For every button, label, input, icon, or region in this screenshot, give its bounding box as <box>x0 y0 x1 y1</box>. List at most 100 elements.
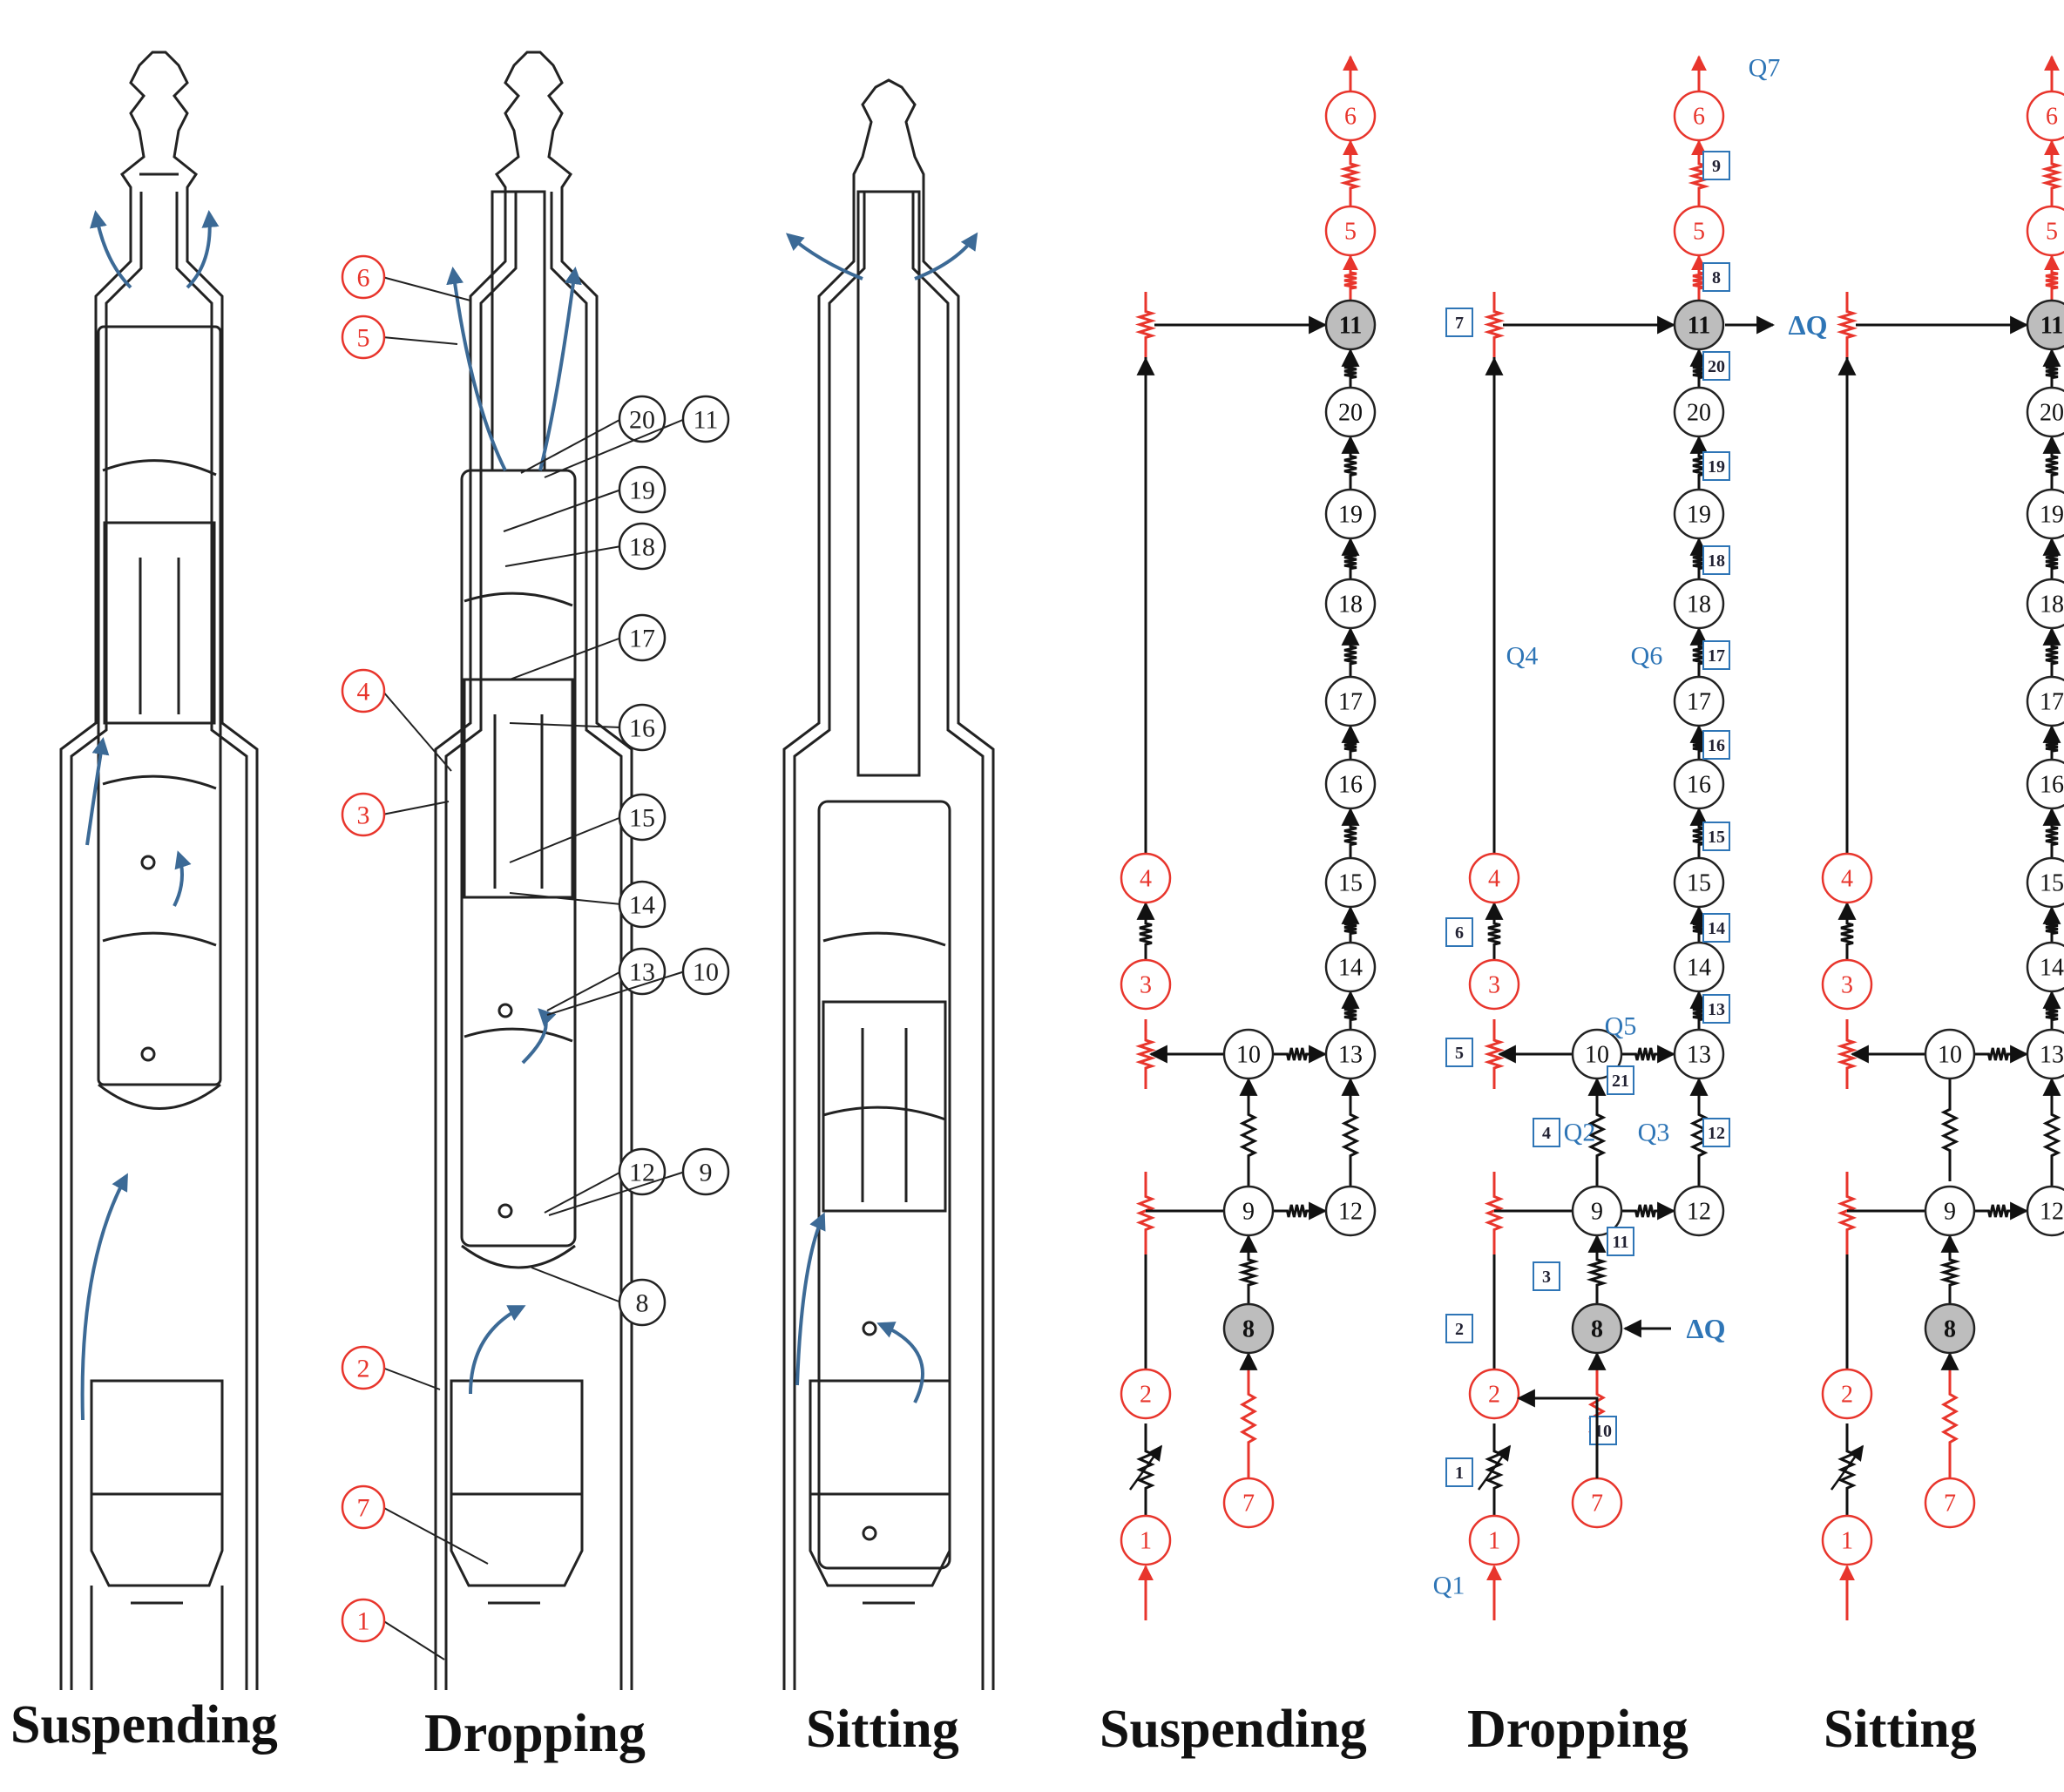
resistance-box <box>1445 1314 1473 1343</box>
network-node-label-15: 15 <box>1687 870 1711 897</box>
resistance-spring <box>1339 145 1362 206</box>
resistance-spring <box>1273 1204 1321 1218</box>
callout-leader <box>544 418 686 478</box>
network-node <box>2026 488 2064 540</box>
callout-leader <box>509 816 622 863</box>
network-node <box>1673 675 1725 727</box>
network-node-label-11: 11 <box>1688 313 1710 340</box>
network-node-label-6: 6 <box>1693 104 1705 131</box>
network-node <box>1324 299 1377 351</box>
callout-leader <box>544 1171 622 1214</box>
resistance-box <box>1702 913 1730 943</box>
caption-dropping-left: Dropping <box>424 1704 646 1763</box>
network-node-label-13: 13 <box>1338 1042 1363 1069</box>
network-node <box>1324 386 1377 438</box>
resistance-spring <box>2045 544 2059 579</box>
network-node <box>1821 852 1873 904</box>
resistance-spring <box>1587 1084 1607 1187</box>
network-node <box>1120 1514 1172 1566</box>
callout-leader <box>382 1367 441 1390</box>
network-node-label-17: 17 <box>2040 689 2064 716</box>
network-node-label-14: 14 <box>2040 955 2064 982</box>
network-node-label-18: 18 <box>2040 592 2064 619</box>
callout-circle-red <box>341 792 386 837</box>
delta-q-label-out: ΔQ <box>1789 309 1828 341</box>
callout-circle <box>681 395 730 443</box>
callout-label-2: 2 <box>357 1355 370 1383</box>
flow-label-q3: Q3 <box>1638 1119 1670 1147</box>
resistance-spring <box>1837 1019 1858 1089</box>
network-node <box>1324 1185 1377 1237</box>
resistance-spring <box>1237 1241 1260 1304</box>
resistance-spring <box>1586 1241 1608 1304</box>
callout-label-9: 9 <box>700 1159 713 1187</box>
network-node-label-12: 12 <box>2040 1199 2064 1226</box>
resistance-spring <box>1621 1204 1669 1218</box>
resistance-label-18: 18 <box>1708 551 1725 571</box>
flow-label-q7: Q7 <box>1749 54 1781 83</box>
network-node-label-13: 13 <box>1687 1042 1711 1069</box>
network-node-label-17: 17 <box>1338 689 1363 716</box>
network-node <box>2026 578 2064 630</box>
resistance-spring <box>2045 260 2059 301</box>
variable-resistor-arrow <box>1477 1444 1512 1491</box>
resistance-box <box>1702 451 1730 481</box>
callout-label-16: 16 <box>629 714 655 743</box>
network-node-label-5: 5 <box>2046 219 2058 246</box>
network-node <box>2026 299 2064 351</box>
callout-leader <box>509 892 622 905</box>
callout-label-6: 6 <box>357 264 370 293</box>
network-node-label-3: 3 <box>1488 972 1500 999</box>
network-node-label-10: 10 <box>1585 1042 1609 1069</box>
resistance-spring <box>1343 814 1357 858</box>
resistance-spring <box>1343 633 1357 677</box>
network-node <box>1324 856 1377 909</box>
caption-suspending-left: Suspending <box>10 1695 278 1755</box>
network-node <box>1324 1028 1377 1080</box>
resistance-spring <box>1273 1047 1321 1061</box>
caption-dropping-right: Dropping <box>1467 1700 1688 1759</box>
network-node-label-15: 15 <box>2040 870 2064 897</box>
network-node-label-19: 19 <box>2040 502 2064 529</box>
network-node <box>1468 852 1520 904</box>
resistance-spring <box>1343 912 1357 943</box>
callout-circle-red <box>341 314 386 360</box>
network-node-label-18: 18 <box>1338 592 1363 619</box>
branch-7-2 <box>1516 1389 1599 1478</box>
network-node <box>1673 856 1725 909</box>
resistance-spring <box>1239 1084 1258 1187</box>
network-node-label-16: 16 <box>2040 772 2064 799</box>
resistance-spring <box>1343 260 1357 301</box>
network-schematics: 1234567891011121314151617181920123456789… <box>1120 54 2064 1620</box>
callout-circle <box>618 613 667 662</box>
network-node-label-8: 8 <box>1242 1316 1255 1343</box>
network-node-label-18: 18 <box>1687 592 1711 619</box>
resistance-spring <box>1487 908 1501 960</box>
resistance-spring <box>1836 292 1858 357</box>
resistance-spring <box>1974 1204 2022 1218</box>
callout-label-14: 14 <box>629 891 655 920</box>
network-node <box>1324 941 1377 993</box>
resistance-label-15: 15 <box>1708 828 1725 847</box>
network-node <box>1324 578 1377 630</box>
network-node <box>1821 958 1873 1011</box>
network-node <box>1821 1514 1873 1566</box>
network-node-label-20: 20 <box>2040 400 2064 427</box>
resistance-label-19: 19 <box>1708 457 1725 477</box>
callout-leader <box>382 1506 489 1565</box>
resistance-spring <box>1343 355 1357 388</box>
resistance-spring <box>1139 908 1153 960</box>
caption-suspending-right: Suspending <box>1100 1700 1367 1759</box>
callout-circle-red <box>341 668 386 713</box>
flow-label-q1: Q1 <box>1433 1572 1465 1600</box>
resistance-spring <box>1343 731 1357 760</box>
callout-label-7: 7 <box>357 1494 370 1523</box>
callout-circle <box>618 465 667 514</box>
network-node <box>2026 758 2064 810</box>
network-node <box>1324 90 1377 142</box>
resistance-box <box>1702 351 1730 381</box>
network-node <box>1324 205 1377 257</box>
resistance-label-11: 11 <box>1613 1233 1629 1252</box>
network-node-label-15: 15 <box>1338 870 1363 897</box>
